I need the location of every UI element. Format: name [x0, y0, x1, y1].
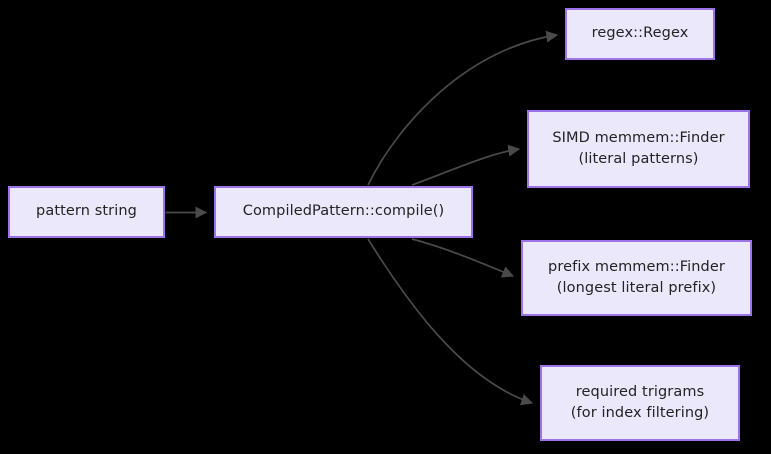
node-label-pattern-string: pattern string: [36, 203, 137, 220]
node-pattern-string[interactable]: pattern string: [8, 186, 165, 238]
node-simd-memmem-finder[interactable]: SIMD memmem::Finder (literal patterns): [527, 110, 750, 188]
node-label-prefix-memmem-finder: prefix memmem::Finder (longest literal p…: [548, 258, 725, 296]
edge-compile-to-trigrams: [367, 238, 534, 406]
node-label-simd-memmem-finder: SIMD memmem::Finder (literal patterns): [552, 129, 725, 167]
node-compiled-pattern-compile[interactable]: CompiledPattern::compile(): [214, 186, 473, 238]
node-label-required-trigrams: required trigrams (for index filtering): [570, 383, 710, 421]
node-required-trigrams[interactable]: required trigrams (for index filtering): [540, 365, 740, 441]
node-prefix-memmem-finder[interactable]: prefix memmem::Finder (longest literal p…: [521, 240, 752, 316]
node-regex-regex[interactable]: regex::Regex: [565, 8, 715, 60]
node-label-compiled-pattern-compile: CompiledPattern::compile(): [242, 203, 445, 220]
edge-compile-to-simd: [411, 144, 521, 186]
edge-compile-to-prefix: [411, 238, 515, 278]
node-label-regex-regex: regex::Regex: [591, 25, 689, 42]
